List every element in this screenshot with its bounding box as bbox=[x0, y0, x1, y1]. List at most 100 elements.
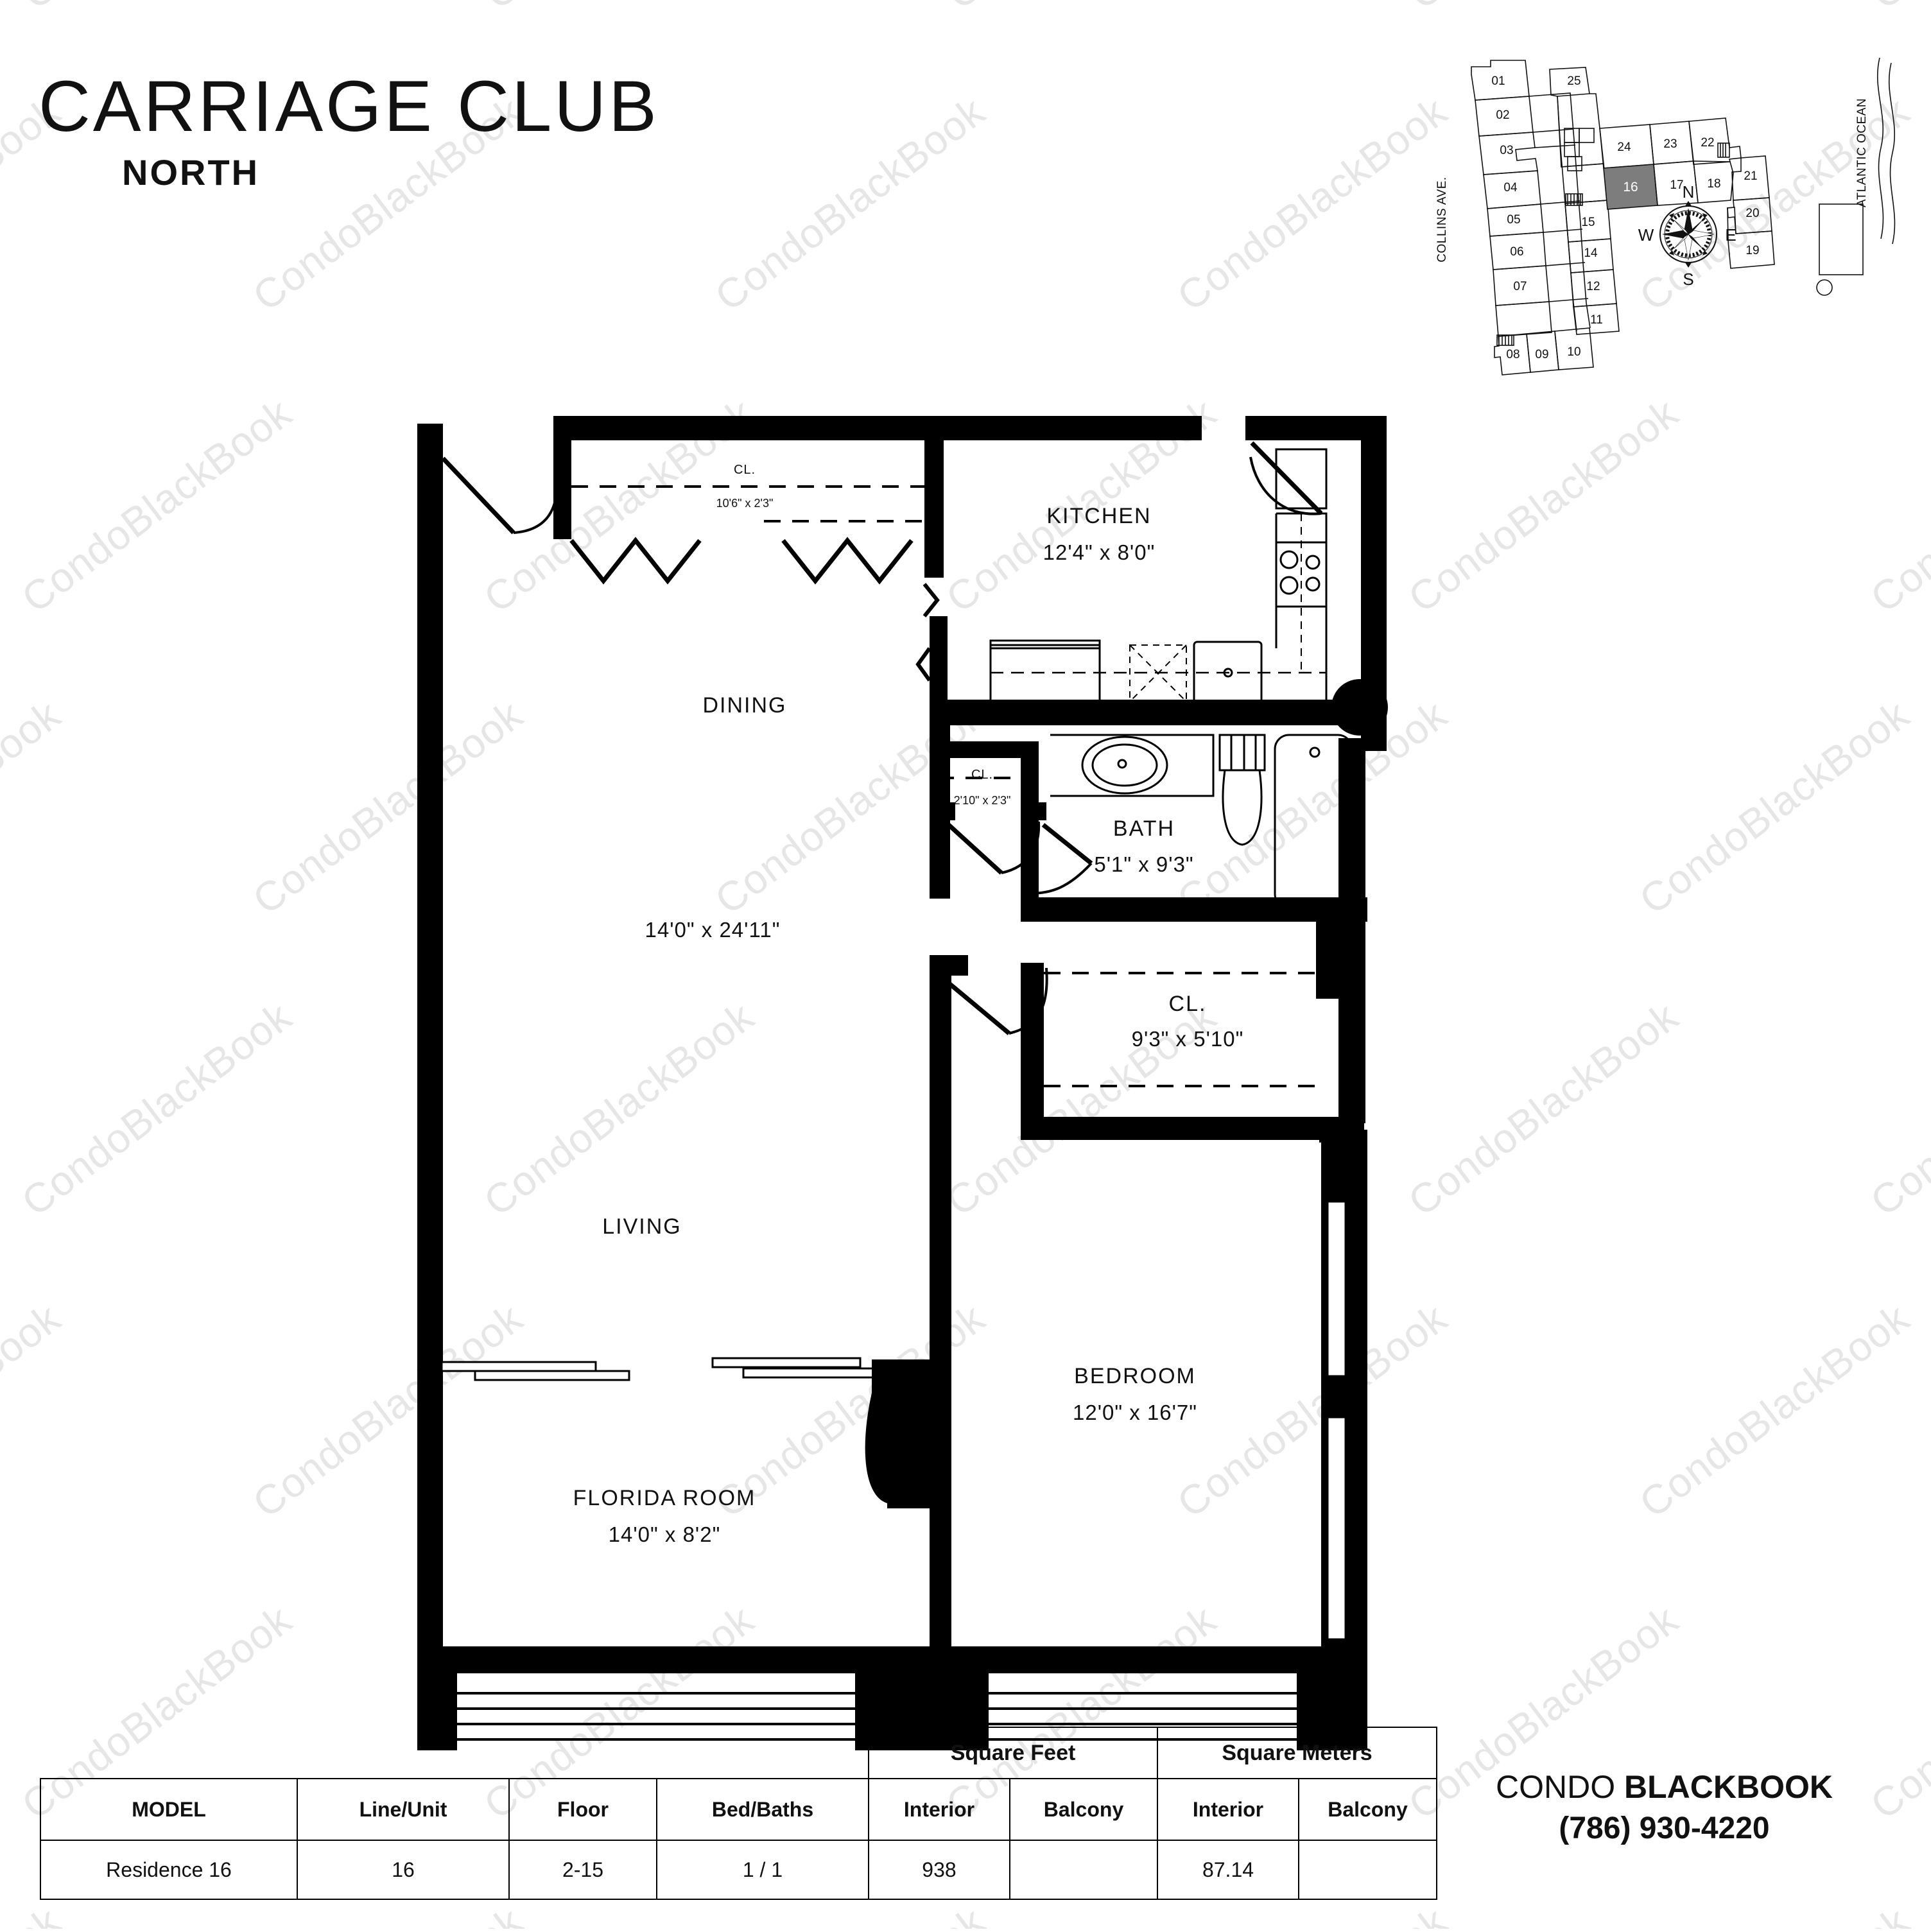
label-living-dim: 14'0" x 24'11" bbox=[645, 918, 781, 942]
column-header-sqft-interior: Interior bbox=[868, 1778, 1010, 1841]
compass-north-label: N bbox=[1683, 182, 1695, 202]
atlantic-ocean-label: ATLANTIC OCEAN bbox=[1855, 98, 1869, 207]
window-bedroom-lower bbox=[1328, 1417, 1346, 1639]
brand-name: CONDO BLACKBOOK bbox=[1428, 1768, 1900, 1806]
wall-top-dining bbox=[553, 416, 1202, 440]
toilet-bowl-icon bbox=[1222, 769, 1263, 846]
keyplan-unit-selected: 16 bbox=[1623, 180, 1638, 194]
keyplan-unit: 10 bbox=[1567, 345, 1580, 359]
collins-ave-label: COLLINS AVE. bbox=[1435, 177, 1449, 262]
column-header-sqm-interior: Interior bbox=[1157, 1778, 1299, 1841]
column-header-sqm-balcony: Balcony bbox=[1298, 1778, 1437, 1841]
group-header-sqmeters: Square Meters bbox=[1157, 1727, 1437, 1779]
keyplan-unit: 20 bbox=[1745, 207, 1759, 220]
cell-sqm-interior: 87.14 bbox=[1157, 1840, 1299, 1900]
label-dining-name: DINING bbox=[703, 693, 787, 718]
keyplan-unit: 08 bbox=[1506, 348, 1520, 361]
compass-rose bbox=[1659, 201, 1717, 268]
label-bedroom-dim: 12'0" x 16'7" bbox=[1073, 1401, 1197, 1424]
keyplan-unit: 23 bbox=[1663, 137, 1677, 151]
label-florida-dim: 14'0" x 8'2" bbox=[609, 1522, 721, 1546]
sink-basin-icon bbox=[1081, 736, 1168, 795]
building-name: CARRIAGE CLUB bbox=[39, 66, 659, 146]
cell-floor: 2-15 bbox=[508, 1840, 657, 1900]
bathtub-icon bbox=[1274, 734, 1353, 910]
cell-model: Residence 16 bbox=[40, 1840, 298, 1900]
keyplan-unit: 21 bbox=[1744, 169, 1757, 183]
label-florida-name: FLORIDA ROOM bbox=[573, 1486, 756, 1510]
keyplan-unit: 07 bbox=[1513, 280, 1527, 293]
column-header-bed-baths: Bed/Baths bbox=[656, 1778, 869, 1841]
interior-walls bbox=[553, 424, 1379, 1653]
label-closet-3-dim: 9'3" x 5'10" bbox=[1132, 1027, 1244, 1051]
label-bath-dim: 5'1" x 9'3" bbox=[1094, 852, 1193, 876]
cell-bed-baths: 1 / 1 bbox=[656, 1840, 869, 1900]
label-closet-2-dim: 2'10" x 2'3" bbox=[954, 794, 1011, 807]
unit-spec-table: Square Feet Square Meters MODEL Line/Uni… bbox=[40, 1727, 1437, 1900]
compass-south-label: S bbox=[1683, 270, 1693, 289]
compass-west-label: W bbox=[1638, 225, 1654, 245]
keyplan-unit: 04 bbox=[1503, 181, 1518, 194]
room-labels: CL. 10'6" x 2'3" KITCHEN 12'4" x 8'0" DI… bbox=[573, 463, 1244, 1546]
cell-sqft-balcony bbox=[1009, 1840, 1158, 1900]
keyplan-unit: 11 bbox=[1590, 313, 1603, 327]
wall-bottom bbox=[417, 1646, 1367, 1673]
keyplan-unit: 06 bbox=[1510, 245, 1523, 259]
group-header-sqft: Square Feet bbox=[868, 1727, 1158, 1779]
door-kitchen-leaf bbox=[1250, 441, 1323, 515]
compass-east-label: E bbox=[1725, 225, 1736, 245]
window-left-b bbox=[474, 1370, 630, 1381]
door-entry-swing bbox=[513, 476, 559, 534]
door-bath-leaf bbox=[1041, 823, 1093, 865]
door-smallcloset-leaf bbox=[942, 818, 1003, 875]
windows bbox=[417, 1200, 1367, 1750]
column-header-floor: Floor bbox=[508, 1778, 657, 1841]
refrigerator-icon bbox=[1275, 448, 1328, 510]
keyplan-east-wing bbox=[1599, 117, 1775, 269]
door-closet-leaf bbox=[1317, 926, 1344, 990]
brand-block: CONDO BLACKBOOK (786) 930-4220 bbox=[1428, 1768, 1900, 1846]
label-closet-3-name: CL. bbox=[1169, 992, 1207, 1016]
brand-phone: (786) 930-4220 bbox=[1559, 1811, 1770, 1845]
label-closet-2-name: CL. bbox=[971, 768, 993, 782]
cell-sqft-interior: 938 bbox=[868, 1840, 1010, 1900]
closet-bifold-left bbox=[569, 537, 702, 585]
column-header-model: MODEL bbox=[40, 1778, 298, 1841]
bedroom-entry-pocket bbox=[865, 1359, 933, 1508]
label-bedroom-name: BEDROOM bbox=[1074, 1364, 1196, 1388]
label-closet-1-name: CL. bbox=[734, 463, 756, 477]
window-left-a bbox=[440, 1361, 597, 1372]
table-header-row: MODEL Line/Unit Floor Bed/Baths Interior… bbox=[40, 1778, 1437, 1841]
window-bedroom-upper bbox=[1328, 1202, 1346, 1376]
label-kitchen-name: KITCHEN bbox=[1046, 504, 1151, 528]
keyplan-unit: 14 bbox=[1584, 246, 1598, 260]
structural-column bbox=[1331, 679, 1388, 736]
keyplan-unit: 01 bbox=[1491, 74, 1505, 88]
keyplan-unit: 15 bbox=[1581, 216, 1595, 229]
wall-right-outer-bedroom bbox=[1347, 1130, 1367, 1669]
keyplan-unit: 03 bbox=[1500, 144, 1513, 157]
brand-name-bold: BLACKBOOK bbox=[1624, 1769, 1833, 1805]
kitchen-fixtures bbox=[989, 448, 1328, 704]
keyplan-unit: 18 bbox=[1707, 177, 1720, 191]
keyplan-unit: 22 bbox=[1701, 136, 1714, 150]
window-mid-a bbox=[711, 1357, 862, 1368]
keyplan-unit: 17 bbox=[1670, 178, 1683, 192]
keyplan-unit: 12 bbox=[1586, 280, 1600, 293]
table-group-header-row: Square Feet Square Meters bbox=[40, 1727, 1437, 1779]
table-row: Residence 16 16 2-15 1 / 1 938 87.14 bbox=[40, 1840, 1437, 1900]
wall-left-exterior bbox=[417, 424, 443, 1672]
building-tower: NORTH bbox=[122, 152, 260, 193]
keyplan-unit-numbers: 01 25 02 24 23 22 21 03 16 17 18 20 04 1… bbox=[1491, 74, 1759, 361]
window-mid-b bbox=[742, 1367, 892, 1379]
closet-shelf-lines bbox=[571, 485, 1319, 1087]
label-living-name: LIVING bbox=[602, 1214, 681, 1239]
brand-name-light: CONDO bbox=[1496, 1769, 1624, 1805]
page-title: CARRIAGE CLUB NORTH bbox=[39, 71, 659, 193]
label-bath-name: BATH bbox=[1113, 816, 1175, 841]
ocean-waves bbox=[1877, 57, 1896, 245]
toilet-tank bbox=[1218, 734, 1266, 772]
closet-bifold-right bbox=[781, 537, 914, 585]
cell-line-unit: 16 bbox=[297, 1840, 510, 1900]
keyplan-west-wing bbox=[1471, 60, 1594, 375]
